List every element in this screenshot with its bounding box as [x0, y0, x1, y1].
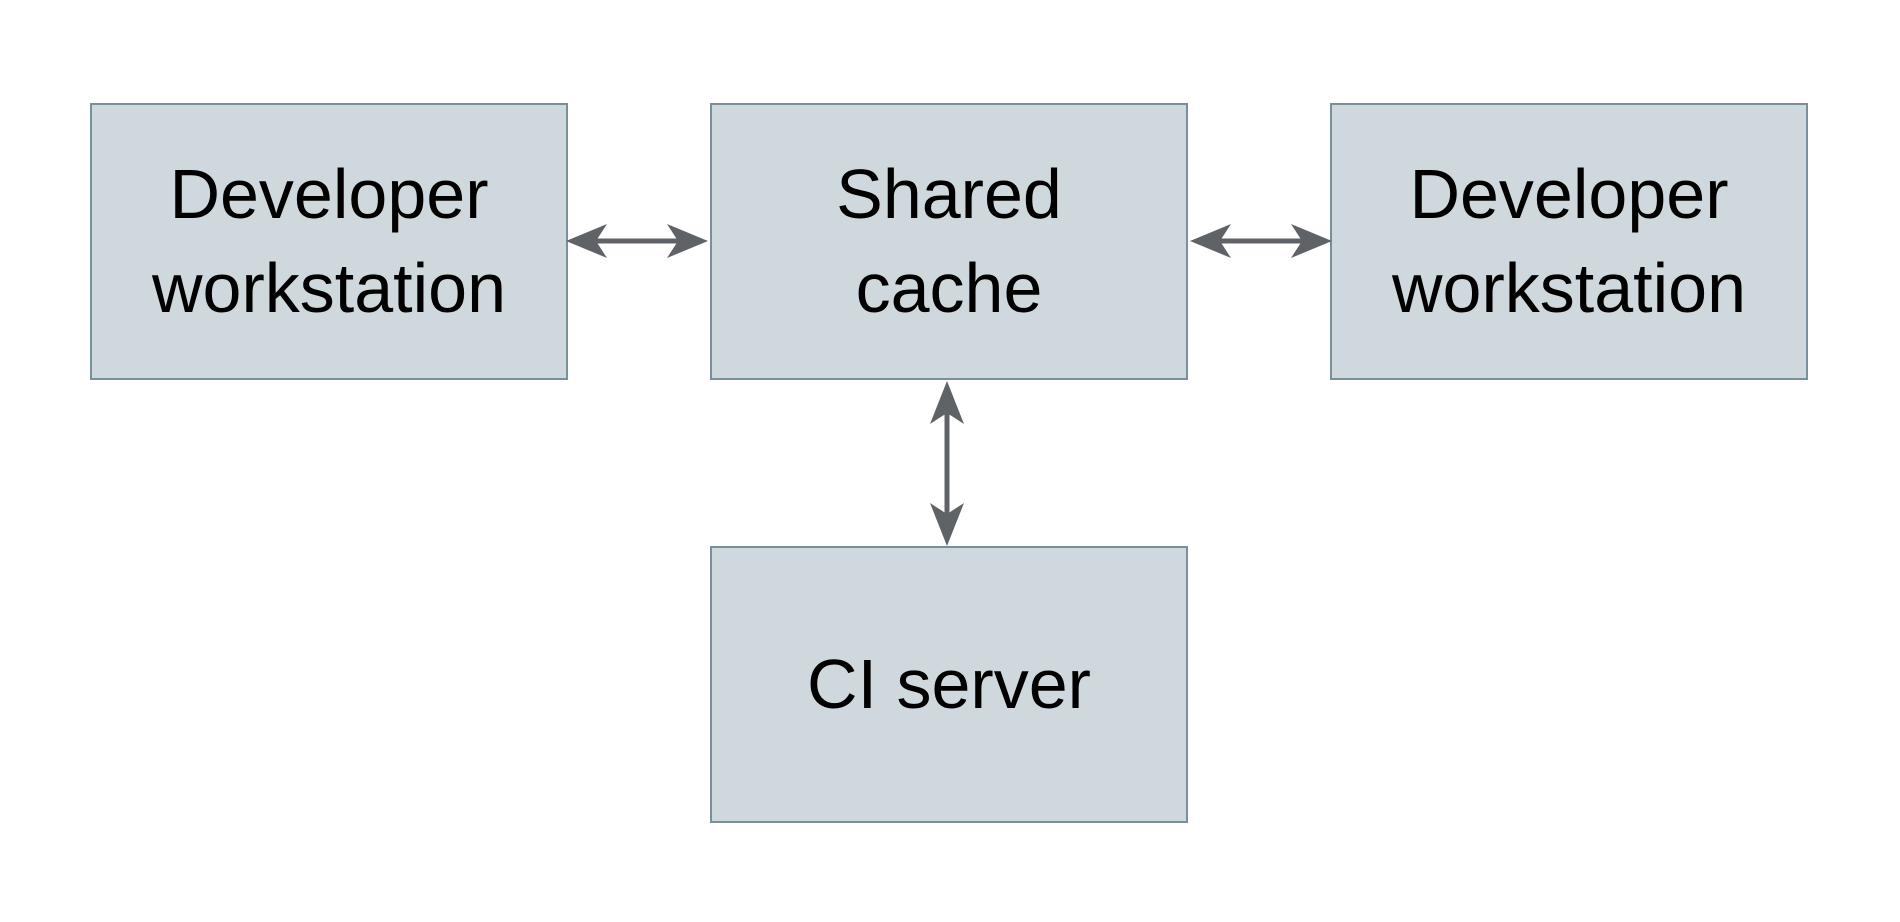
edge-devleft-sharedcache	[566, 219, 708, 263]
node-label: CI server	[807, 644, 1091, 723]
node-label: Shared cache	[836, 155, 1062, 327]
double-arrow-horizontal-icon	[1190, 224, 1332, 258]
node-label: Developer workstation	[1391, 155, 1747, 327]
node-ci-server: CI server	[710, 546, 1188, 823]
edge-sharedcache-ciserver	[925, 381, 969, 546]
double-arrow-horizontal-icon	[566, 224, 708, 258]
node-developer-workstation-left: Developer workstation	[90, 103, 568, 380]
edge-sharedcache-devright	[1190, 219, 1332, 263]
node-shared-cache: Shared cache	[710, 103, 1188, 380]
node-developer-workstation-right: Developer workstation	[1330, 103, 1808, 380]
node-label: Developer workstation	[151, 155, 507, 327]
double-arrow-vertical-icon	[930, 381, 964, 546]
